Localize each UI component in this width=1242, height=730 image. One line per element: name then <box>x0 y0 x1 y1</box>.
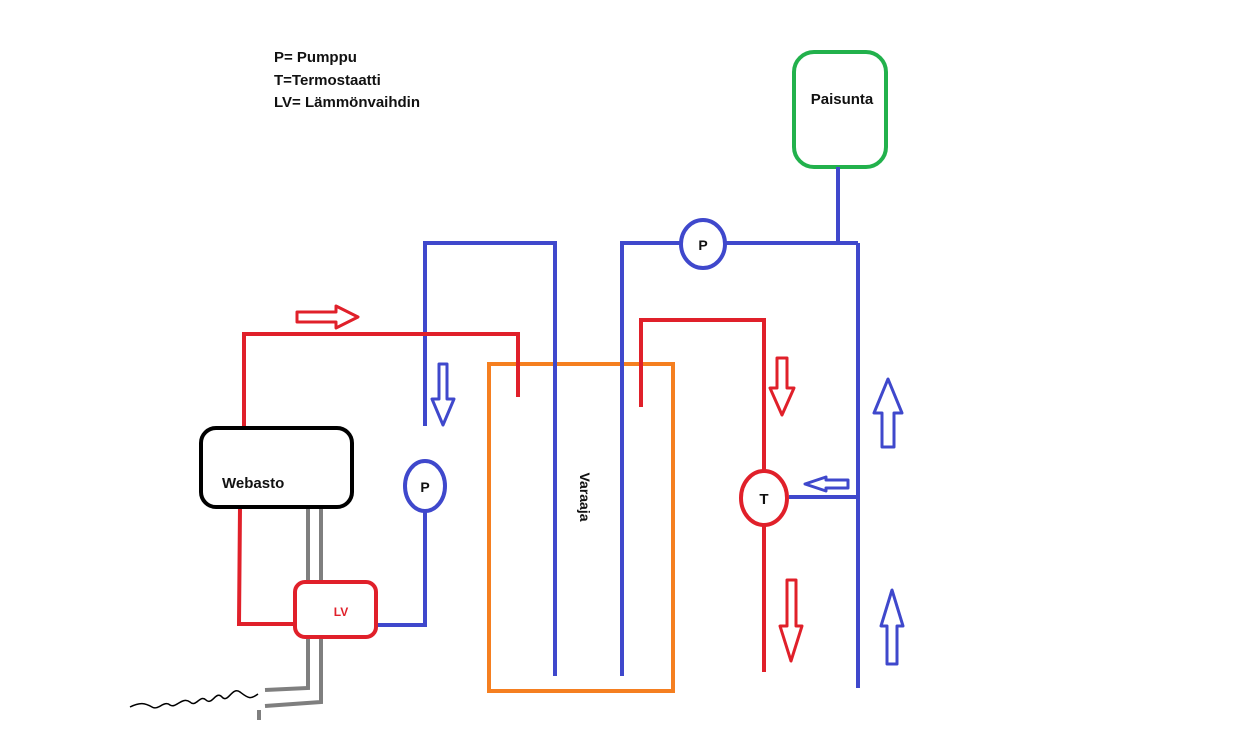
webasto-label: Webasto <box>222 475 284 492</box>
legend-heat-exchanger: LV= Lämmönvaihdin <box>274 94 420 111</box>
arrow-up-icon <box>872 377 904 449</box>
heat-exchanger-label: LV <box>334 605 348 619</box>
storage-tank: Varaaja <box>487 362 675 693</box>
thermostat: T <box>739 469 789 527</box>
thermostat-label: T <box>759 491 768 508</box>
signature-scribble <box>129 690 259 709</box>
arrow-down-icon <box>768 356 796 417</box>
right-cold-loop-pipe <box>620 241 681 676</box>
left-pump-to-lv-pipe <box>375 511 427 627</box>
legend-thermostat: T=Termostaatti <box>274 72 381 89</box>
expansion-tank: Paisunta <box>792 50 888 169</box>
arrow-down-icon <box>778 578 804 663</box>
expansion-tank-label: Paisunta <box>811 91 874 108</box>
flow-arrows <box>295 304 905 666</box>
left-pump-label: P <box>420 479 429 495</box>
tank-hot-out-pipe <box>639 318 766 471</box>
hot-pipes <box>236 318 766 672</box>
webasto-heater: Webasto <box>199 426 354 509</box>
arrow-down-icon <box>430 362 456 427</box>
legend-pump: P= Pumppu <box>274 49 357 66</box>
top-pump: P <box>679 218 727 270</box>
webasto-to-lv-pipe <box>236 506 295 626</box>
legend: P= Pumppu T=Termostaatti LV= Lämmönvaihd… <box>274 49 420 111</box>
arrow-right-icon <box>295 304 360 330</box>
cold-pipes <box>375 167 860 688</box>
drain-lines <box>257 507 323 720</box>
top-pump-label: P <box>698 237 707 253</box>
storage-tank-label: Varaaja <box>577 472 593 521</box>
arrow-left-icon <box>803 475 850 493</box>
left-pump: P <box>403 459 447 513</box>
arrow-up-icon <box>879 588 905 666</box>
heat-exchanger: LV <box>293 580 378 639</box>
webasto-supply-pipe <box>242 332 520 428</box>
